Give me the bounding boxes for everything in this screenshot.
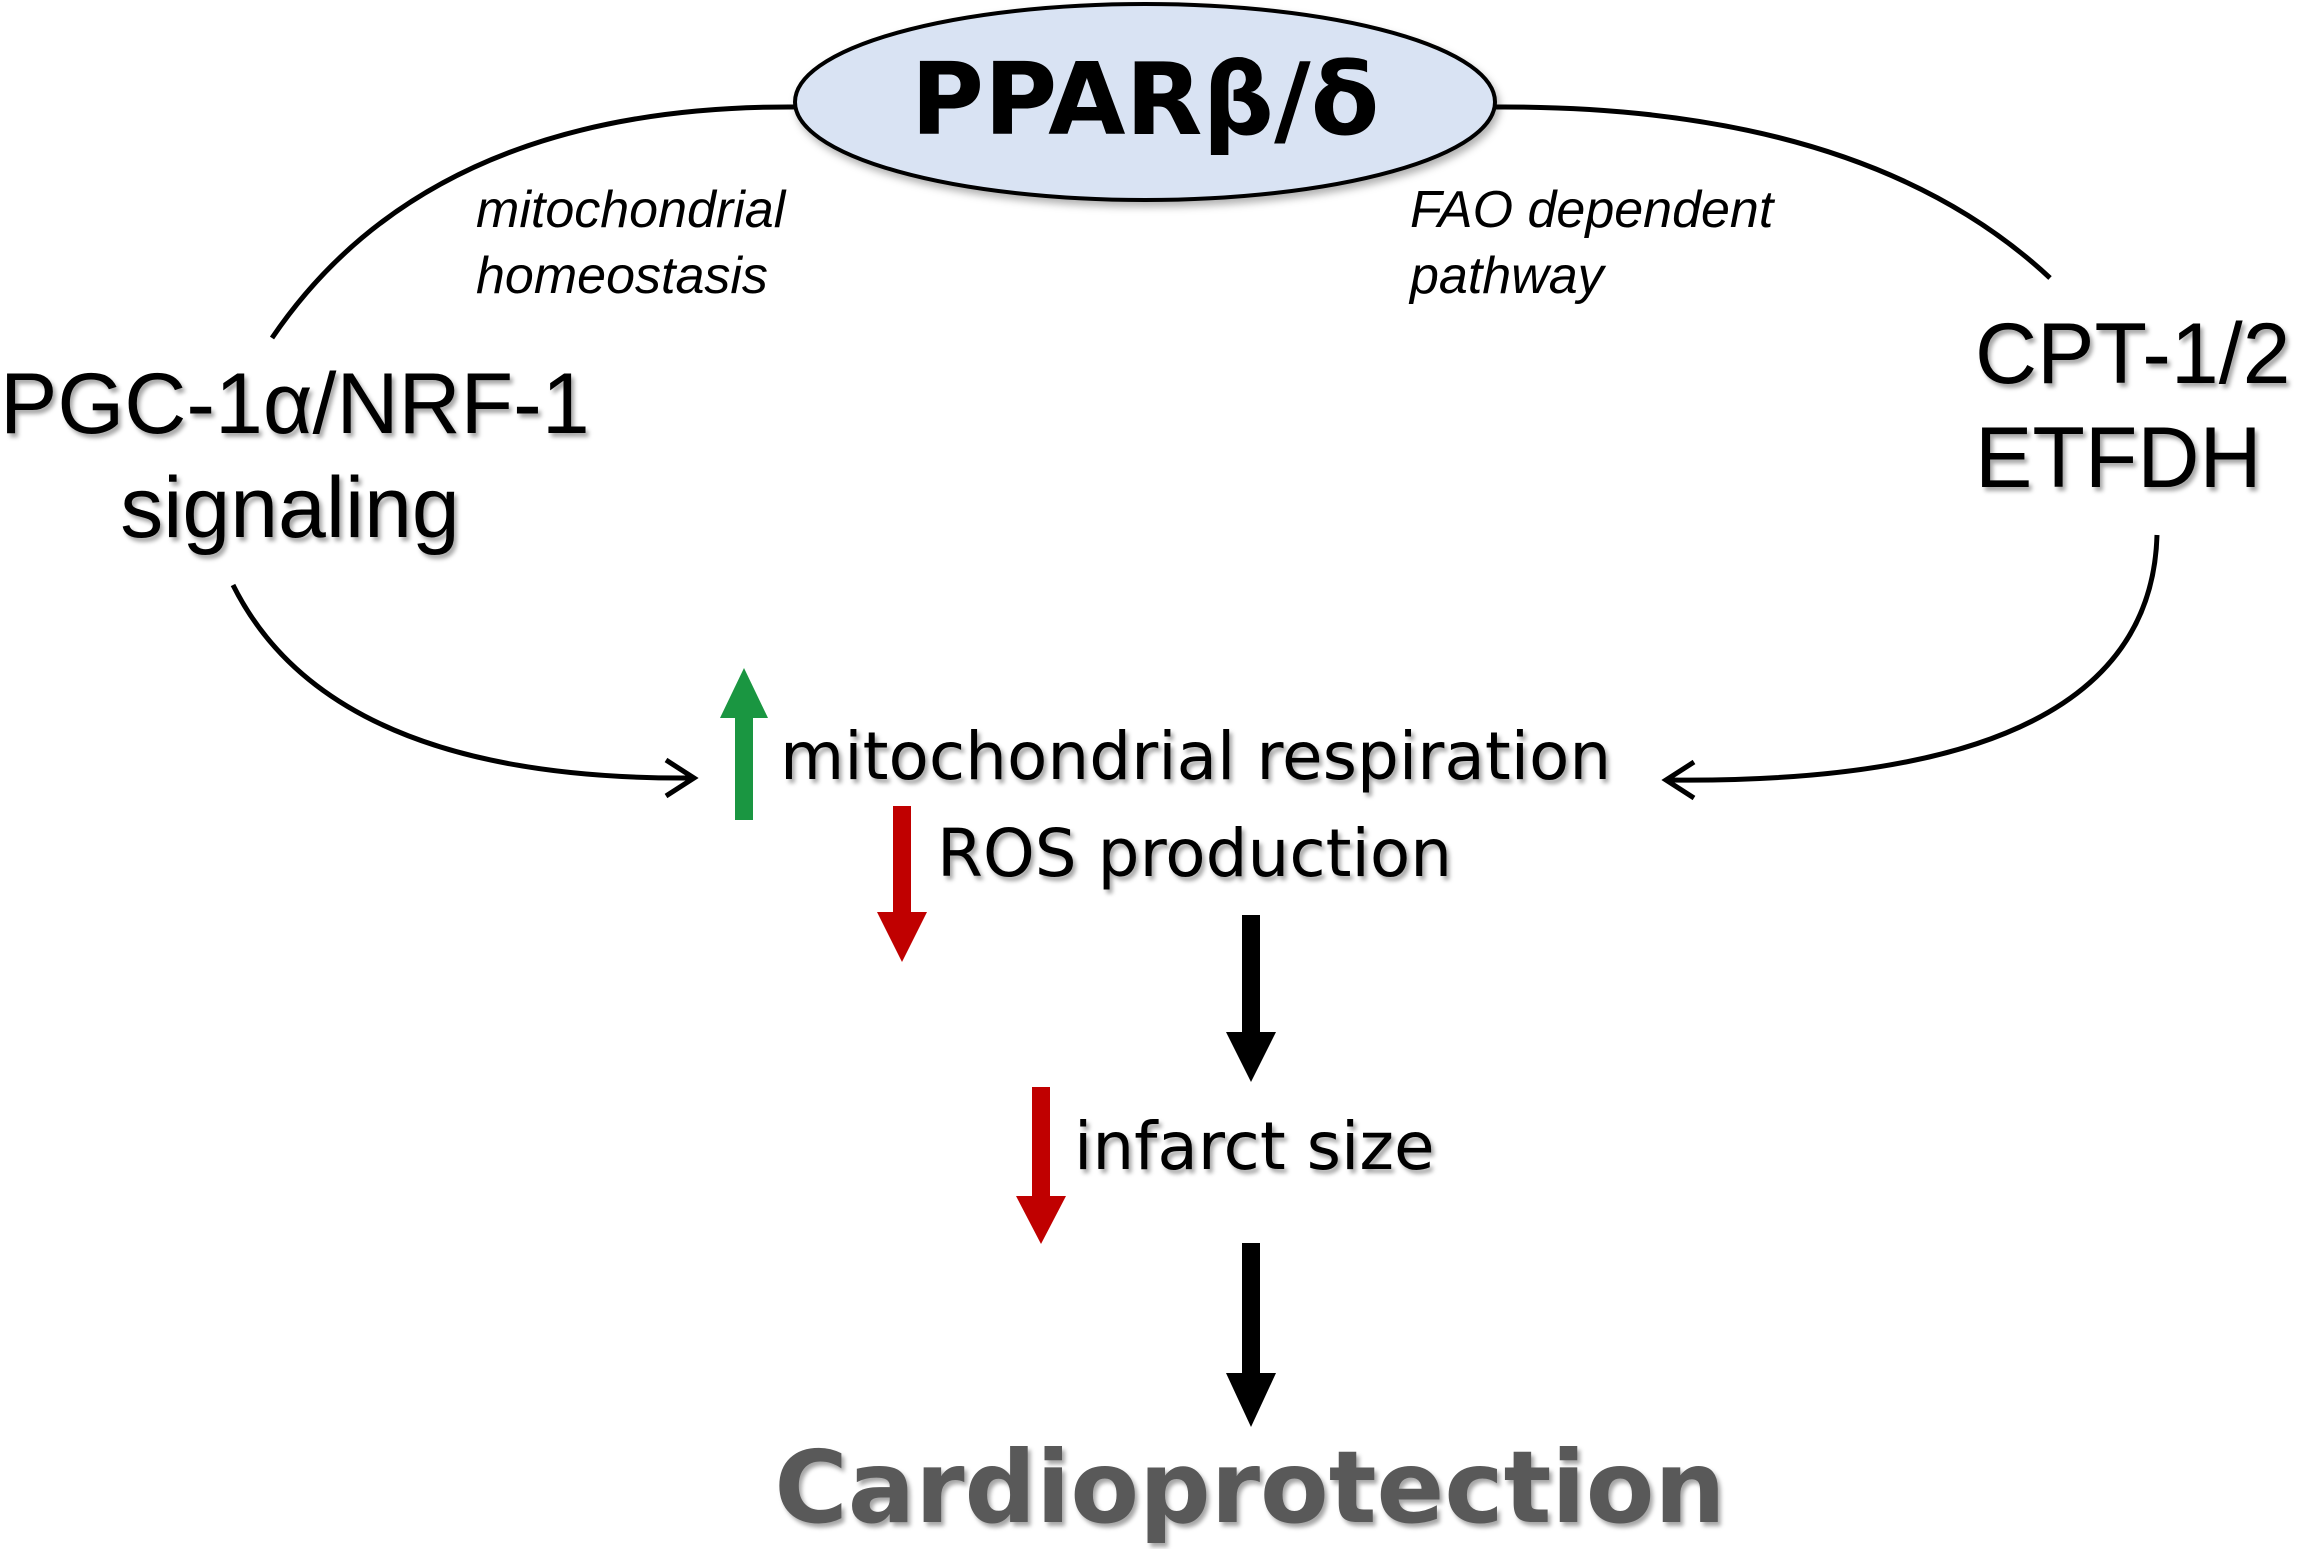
decrease-arrow-icon (1016, 1087, 1066, 1244)
center-node-ellipse (793, 2, 1497, 202)
left-arrowhead (664, 757, 699, 799)
decrease-arrow-icon (877, 806, 927, 962)
left-annotation-line1: mitochondrial (476, 181, 786, 239)
left-branch-annotation: mitochondrial homeostasis (476, 177, 785, 309)
flow-arrow-icon (1226, 915, 1276, 1082)
effect-infarct-size: infarct size (1074, 1108, 1435, 1185)
left-annotation-line2: homeostasis (476, 247, 768, 305)
connector-right-arc (1494, 104, 2052, 280)
left-to-respiration-arrow (230, 583, 691, 781)
right-node-label: CPT-1/2 ETFDH (1975, 302, 2295, 510)
right-branch-annotation: FAO dependent pathway (1410, 177, 1773, 309)
left-node-label: PGC-1α/NRF-1 signaling (0, 352, 590, 560)
left-node-line2: signaling (120, 460, 460, 556)
right-to-respiration-arrow (1669, 534, 2160, 783)
right-arrowhead (1661, 759, 1696, 801)
right-annotation-line2: pathway (1410, 247, 1604, 305)
right-node-line1: CPT-1/2 (1975, 306, 2291, 402)
right-node-line2: ETFDH (1975, 410, 2262, 506)
effect-mitochondrial-respiration: mitochondrial respiration (780, 718, 1612, 795)
center-node-label: PPARβ/δ (910, 41, 1380, 158)
right-annotation-line1: FAO dependent (1410, 181, 1774, 239)
flow-arrow-icon (1226, 1243, 1276, 1427)
left-node-line1: PGC-1α/NRF-1 (0, 356, 590, 452)
outcome-label: Cardioprotection (774, 1429, 1726, 1546)
effect-ros-production: ROS production (937, 815, 1453, 892)
increase-arrow-icon (720, 668, 768, 820)
connector-left-arc (269, 104, 796, 340)
